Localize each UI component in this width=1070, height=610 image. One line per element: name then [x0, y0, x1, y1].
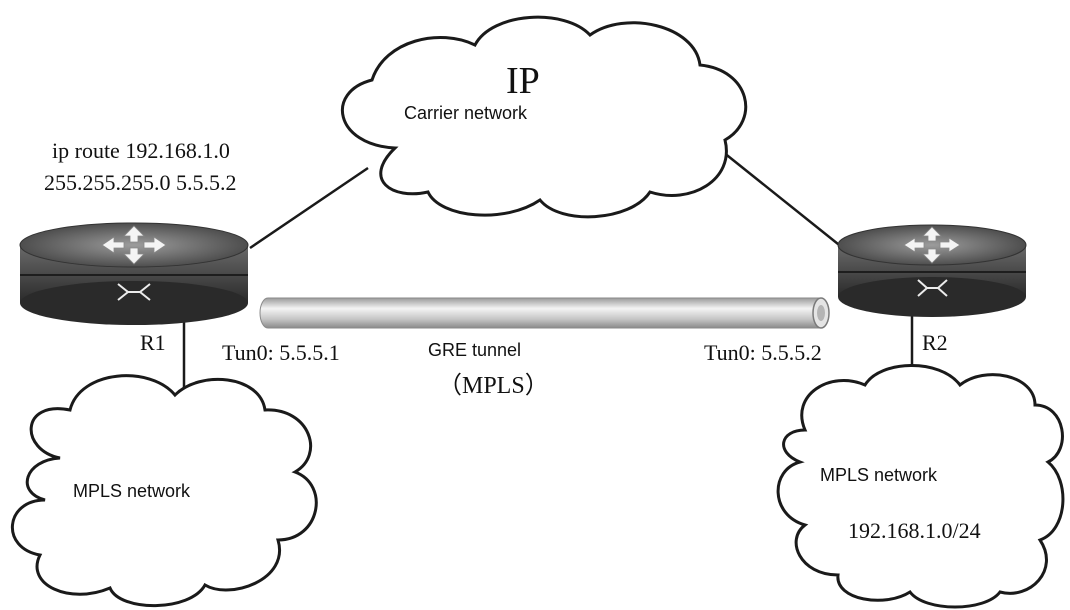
- router-r2-label: R2: [922, 330, 948, 355]
- link-r2-to-ip-cloud: [717, 147, 849, 253]
- router-r1-icon: [19, 222, 249, 325]
- link-r1-to-ip-cloud: [249, 166, 369, 250]
- left-mpls-cloud: [11, 374, 318, 608]
- gre-tunnel-label: GRE tunnel: [428, 340, 522, 360]
- r1-tunnel-address: Tun0: 5.5.5.1: [222, 340, 340, 365]
- router-r2-icon: [837, 224, 1027, 317]
- left-mpls-network-label: MPLS network: [73, 481, 191, 501]
- tunnel-protocol-label: （MPLS）: [438, 373, 549, 399]
- right-mpls-cloud: [776, 364, 1065, 609]
- ip-carrier-cloud: [341, 15, 748, 219]
- carrier-network-label: Carrier network: [404, 103, 528, 123]
- router-r1-label: R1: [140, 330, 166, 355]
- route-config-line2: 255.255.255.0 5.5.5.2: [44, 170, 237, 195]
- r2-tunnel-address: Tun0: 5.5.5.2: [704, 340, 822, 365]
- route-config-line1: ip route 192.168.1.0: [52, 138, 230, 163]
- right-mpls-network-label: MPLS network: [820, 465, 938, 485]
- right-network-subnet: 192.168.1.0/24: [848, 518, 981, 543]
- gre-tunnel-tube: [259, 297, 830, 329]
- ip-cloud-title: IP: [506, 60, 540, 102]
